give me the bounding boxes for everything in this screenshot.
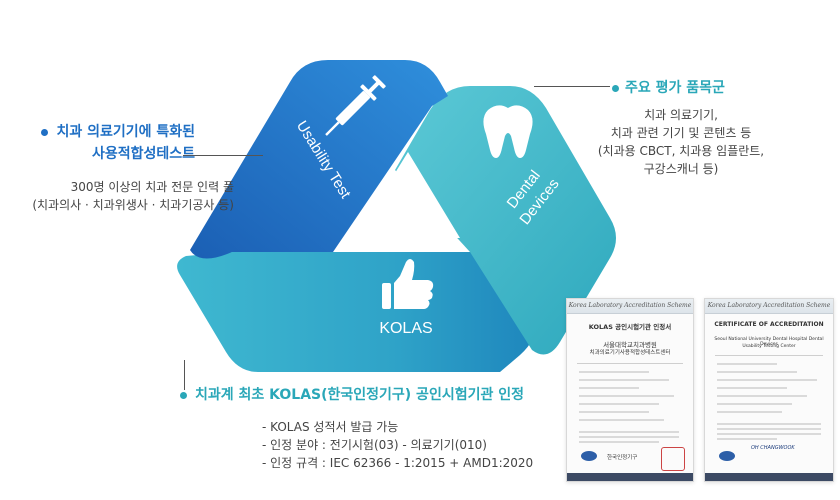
left-heading-text1: 치과 의료기기에 특화된: [56, 124, 195, 140]
right-desc-line4: 구강스캐너 등): [643, 162, 719, 176]
right-heading-text: 주요 평가 품목군: [625, 80, 725, 96]
left-heading-line1: 치과 의료기기에 특화된: [41, 121, 195, 143]
tooth-icon: [483, 105, 533, 158]
right-desc-line2: 치과 관련 기기 및 콘텐츠 등: [610, 126, 752, 140]
english-certificate: Korea Laboratory Accreditation Scheme CE…: [704, 298, 834, 482]
bottom-list: - KOLAS 성적서 발급 가능 - 인정 분야 : 전기시험(03) - 의…: [262, 418, 533, 472]
left-connector: [183, 155, 263, 156]
bottom-heading: 치과계 최초 KOLAS(한국인정기구) 공인시험기관 인정: [180, 384, 524, 404]
cert-title: CERTIFICATE OF ACCREDITATION: [714, 321, 824, 328]
kolas-seal-icon: [581, 451, 597, 461]
cert-band-text: Korea Laboratory Accreditation Scheme: [707, 302, 831, 309]
left-description: 300명 이상의 치과 전문 인력 풀 (치과의사 · 치과위생사 · 치과기공…: [32, 178, 234, 214]
cert-seal-text: 한국인정기구: [607, 455, 638, 461]
cert-title: KOLAS 공인시험기관 인정서: [588, 323, 672, 331]
cert-org-line2: Usability Testing Center: [742, 344, 796, 349]
usability-band: [190, 60, 448, 259]
right-heading: 주요 평가 품목군: [612, 77, 725, 97]
left-desc-line1: 300명 이상의 치과 전문 인력 풀: [70, 180, 234, 194]
left-heading: 치과 의료기기에 특화된 사용적합성테스트: [41, 121, 195, 165]
right-desc-line3: (치과용 CBCT, 치과용 임플란트,: [597, 144, 765, 158]
right-description: 치과 의료기기, 치과 관련 기기 및 콘텐츠 등 (치과용 CBCT, 치과용…: [588, 106, 774, 178]
bullet-dot-icon: [612, 84, 619, 92]
right-connector: [534, 86, 610, 87]
korean-certificate: Korea Laboratory Accreditation Scheme KO…: [566, 298, 694, 482]
stamp-icon: [661, 447, 685, 471]
kolas-label: KOLAS: [379, 320, 433, 337]
dental-band: [395, 86, 616, 355]
cert-signature: OH CHANGWOOK: [751, 445, 795, 451]
cert-org-line1: 서울대학교치과병원: [603, 341, 657, 349]
bottom-heading-text: 치과계 최초 KOLAS(한국인정기구) 공인시험기관 인정: [195, 387, 524, 403]
cert-org-line2: 치과의료기기사용적합성테스트센터: [589, 350, 671, 356]
thumbs-up-icon: [382, 259, 434, 309]
left-heading-line2: 사용적합성테스트: [91, 146, 195, 162]
center-triangle: [355, 152, 460, 238]
cert-org-line1: Seoul National University Dental Hospita…: [714, 337, 824, 347]
bullet-dot-icon: [41, 128, 49, 136]
bottom-connector: [184, 360, 185, 390]
bottom-item-1: - KOLAS 성적서 발급 가능: [262, 420, 399, 434]
bottom-item-3: - 인정 규격 : IEC 62366 - 1:2015 + AMD1:2020: [262, 456, 534, 470]
right-desc-line1: 치과 의료기기,: [644, 108, 718, 122]
cert-band-text: Korea Laboratory Accreditation Scheme: [568, 302, 692, 309]
bottom-item-2: - 인정 분야 : 전기시험(03) - 의료기기(010): [262, 438, 487, 452]
kolas-seal-icon: [719, 451, 735, 461]
syringe-icon: [325, 75, 386, 136]
left-desc-line2: (치과의사 · 치과위생사 · 치과기공사 등): [32, 198, 234, 212]
bullet-dot-icon: [180, 391, 187, 399]
kolas-band: [177, 252, 538, 372]
